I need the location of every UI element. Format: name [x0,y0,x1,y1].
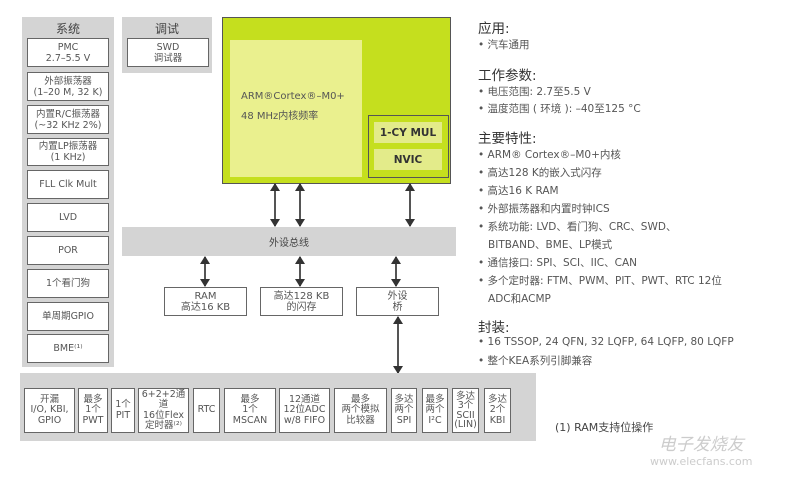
rc-oscillator-block: 内置R/C振荡器 (~32 KHz 2%) [27,105,109,134]
mscan-peripheral: 最多 1个 MSCAN [224,388,276,433]
pwt-peripheral: 最多 1个 PWT [78,388,108,433]
watermark-url: www.elecfans.com [650,455,753,468]
por-block: POR [27,236,109,265]
flex-timer-peripheral: 6+2+2通道 16位Flex 定时器⁽²⁾ [138,388,189,433]
feature-item: BITBAND、BME、LP模式 [478,239,613,251]
arrow-bus-ram [200,256,210,287]
package-item: • 整个KEA系列引脚兼容 [478,355,593,367]
package-heading: 封装: [478,320,510,336]
feature-item: • 通信接口: SPI、SCI、IIC、CAN [478,257,637,269]
bme-block: BME⁽¹⁾ [27,334,109,363]
parameters-heading: 工作参数: [478,68,537,84]
external-oscillator-block: 外部振荡器 (1–20 M, 32 K) [27,72,109,101]
spi-peripheral: 多达 两个 SPI [391,388,417,433]
watermark-logo: 电子发烧友 www.elecfans.com [650,430,752,468]
rtc-peripheral: RTC [193,388,220,433]
core-name: ARM®Cortex®–M0+ [241,91,345,102]
i2c-peripheral: 最多 两个 I²C [422,388,448,433]
arrow-bus-bridge [391,256,401,287]
lp-oscillator-block: 内置LP振荡器 (1 KHz) [27,138,109,166]
bridge-block: 外设 桥 [356,287,439,316]
feature-item: • 高达128 K的嵌入式闪存 [478,167,602,179]
arrow-core-bus-1 [270,183,280,227]
footnote: (1) RAM支持位操作 [555,421,654,434]
fll-block: FLL Clk Mult [27,170,109,199]
mul-block: 1-CY MUL [374,122,442,143]
nvic-block: NVIC [374,149,442,170]
gpio-peripheral: 开漏 I/O, KBI, GPIO [24,388,75,433]
sci-peripheral: 多达 3个 SCII (LIN) [452,388,479,433]
kbi-peripheral: 多达 2个 KBI [484,388,511,433]
feature-item: • ARM® Cortex®–M0+内核 [478,149,621,161]
feature-item: • 多个定时器: FTM、PWM、PIT、PWT、RTC 12位 [478,275,722,287]
gpio-block: 单周期GPIO [27,302,109,331]
features-heading: 主要特性: [478,131,537,147]
pit-peripheral: 1个 PIT [111,388,135,433]
swd-block: SWD 调试器 [127,38,209,67]
core-peripheral-group [368,115,449,178]
watermark-name: 电子发烧友 [658,435,744,455]
cortex-block: ARM®Cortex®–M0+ 48 MHz内核频率 [230,40,362,177]
lvd-block: LVD [27,203,109,232]
arrow-bridge-peripherals [393,316,403,374]
arrow-nvic-bus [405,183,415,227]
adc-peripheral: 12通道 12位ADC w/8 FIFO [279,388,330,433]
bus-label: 外设总线 [269,238,309,249]
pmc-block: PMC 2.7–5.5 V [27,38,109,67]
package-item: • 16 TSSOP, 24 QFN, 32 LQFP, 64 LQFP, 80… [478,336,734,348]
feature-item: • 高达16 K RAM [478,185,559,197]
ram-block: RAM 高达16 KB [164,287,247,316]
arrow-core-bus-2 [295,183,305,227]
flash-block: 高达128 KB 的闪存 [260,287,343,316]
parameter-item: • 温度范围 ( 环境 ): –40至125 °C [478,103,641,115]
feature-item: • 外部振荡器和内置时钟ICS [478,203,610,215]
peripheral-bus: 外设总线 [122,227,456,256]
core-frequency: 48 MHz内核频率 [241,111,319,122]
parameter-item: • 电压范围: 2.7至5.5 V [478,86,591,98]
comparator-peripheral: 最多 两个模拟 比较器 [334,388,387,433]
system-title: 系统 [55,22,80,36]
application-item: • 汽车通用 [478,39,530,51]
arrow-bus-flash [295,256,305,287]
debug-title: 调试 [154,22,179,36]
application-heading: 应用: [478,21,510,37]
watchdog-block: 1个看门狗 [27,269,109,298]
feature-item: • 系统功能: LVD、看门狗、CRC、SWD、 [478,221,677,233]
feature-item: ADC和ACMP [478,293,551,305]
